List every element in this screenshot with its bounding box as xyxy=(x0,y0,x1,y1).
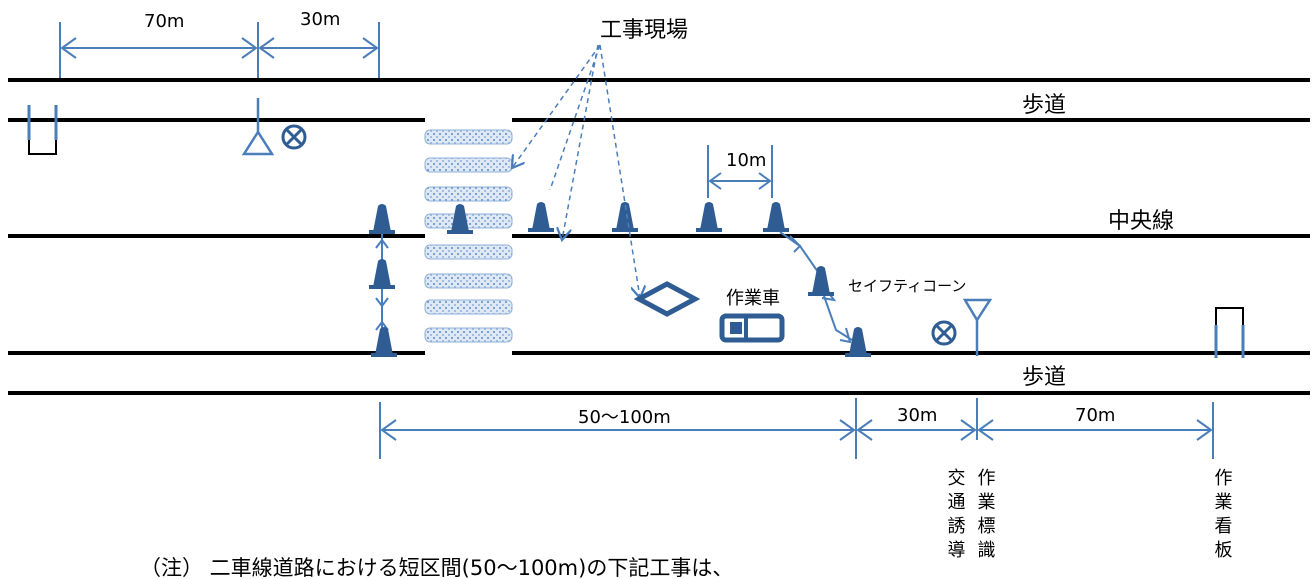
work-sign-label: 作業標識 xyxy=(975,468,996,564)
work-board-label: 作業看板 xyxy=(1212,468,1233,564)
center-line-label: 中央線 xyxy=(1108,209,1174,234)
cone-center-1 xyxy=(528,202,554,232)
left-cone-chain xyxy=(375,232,389,331)
work-sign-triangle-bottom xyxy=(962,298,993,356)
traffic-guide-label: 交通誘導 xyxy=(945,468,966,564)
note-text: （注） 二車線道路における短区間(50～100m)の下記工事は、 xyxy=(140,556,733,579)
cone-taper-1 xyxy=(808,266,834,296)
construction-site-pointers xyxy=(512,44,640,298)
construction-barriers xyxy=(424,129,513,343)
cone-spacing-dimension xyxy=(707,145,773,198)
bottom-dim-70m: 70m xyxy=(1075,405,1115,426)
bottom-dim-30m: 30m xyxy=(897,405,937,426)
traffic-guide-icon-top xyxy=(281,124,307,150)
work-vehicle-icon xyxy=(719,313,785,343)
work-board-right xyxy=(1214,307,1245,358)
diamond-marker xyxy=(633,281,701,317)
cone-left-1 xyxy=(369,204,395,234)
construction-site-label: 工事現場 xyxy=(600,18,688,43)
top-dimension-lines xyxy=(59,22,380,78)
safety-cone-label: セイフティコーン xyxy=(848,277,966,295)
top-dim-30m: 30m xyxy=(300,9,340,30)
traffic-guide-icon-bottom xyxy=(931,320,957,346)
bottom-dimension-lines xyxy=(379,398,1214,459)
work-vehicle-label: 作業車 xyxy=(726,288,780,309)
cone-spacing-label: 10m xyxy=(726,150,766,171)
work-board-top-left xyxy=(27,105,58,155)
cone-left-2 xyxy=(369,259,395,289)
road-lines xyxy=(8,78,1310,395)
bottom-dim-50-100m: 50～100m xyxy=(578,407,671,428)
cone-center-4 xyxy=(763,202,789,232)
sidewalk-top-label: 歩道 xyxy=(1022,93,1066,118)
work-sign-triangle-top xyxy=(241,98,275,156)
cone-center-3 xyxy=(696,202,722,232)
top-dim-70m: 70m xyxy=(144,11,184,32)
sidewalk-bottom-label: 歩道 xyxy=(1022,365,1066,390)
